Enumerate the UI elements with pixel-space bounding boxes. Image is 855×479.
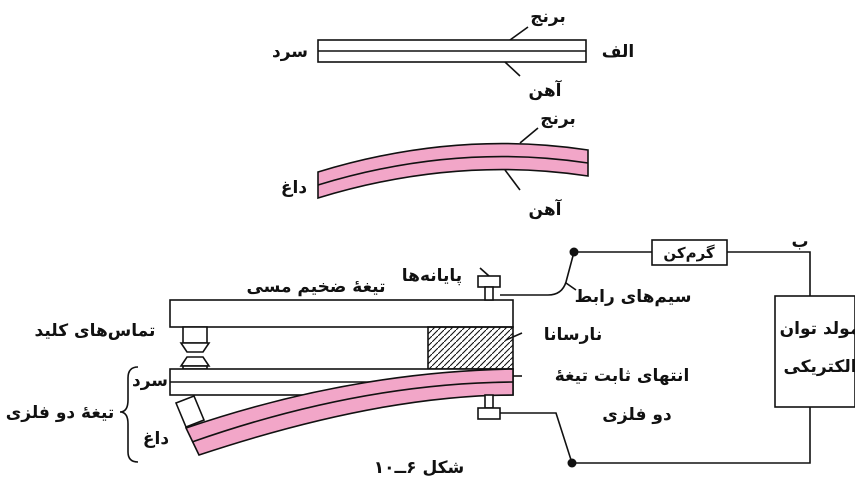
insulator-label: نارسانا xyxy=(544,325,602,345)
key-contact-upper xyxy=(179,326,211,353)
iron-label-a: آهن xyxy=(529,79,563,101)
iron-leader-hot xyxy=(504,169,521,191)
figure-caption: شکل ۶ــ۱۰ xyxy=(374,458,464,478)
hot-label-b: داغ xyxy=(143,429,169,449)
generator-label-line1: مولد توان xyxy=(780,319,855,339)
connecting-wires-label: سیم‌های رابط xyxy=(575,287,692,307)
cold-label-b: سرد xyxy=(132,371,168,391)
insulator-leader xyxy=(505,332,523,341)
fixed-end-label-line2: دو فلزی xyxy=(602,405,672,425)
iron-label-hot: آهن xyxy=(529,198,563,220)
junction-dot-top xyxy=(569,247,579,257)
terminals-label: پایانه‌ها xyxy=(402,266,462,286)
brass-leader-hot xyxy=(519,127,539,144)
insulator-block xyxy=(427,326,514,370)
bimetal-brace xyxy=(119,366,139,463)
junction-dot-bottom xyxy=(567,458,577,468)
heater xyxy=(651,239,728,266)
straight-bimetal-strip xyxy=(317,39,587,63)
part-a-letter: الف xyxy=(602,42,634,62)
brass-leader-a xyxy=(509,26,529,41)
part-b-letter: ب xyxy=(791,232,808,252)
wires-leader xyxy=(565,282,577,291)
hot-bimetal-blade xyxy=(184,368,514,456)
heater-label: گرم‌کن xyxy=(663,244,715,262)
terminal-screw-bottom xyxy=(477,394,501,420)
bimetal-blade-label: تیغهٔ دو فلزی xyxy=(6,403,115,423)
bent-bimetal-strip xyxy=(317,142,589,200)
key-contact-lower xyxy=(179,356,211,370)
iron-leader-a xyxy=(504,61,521,77)
generator-label-line2: الکتریکی xyxy=(783,357,855,377)
hot-label-strip: داغ xyxy=(281,178,307,198)
brass-label-a: برنج xyxy=(530,7,566,27)
terminal-screw-top xyxy=(477,275,501,301)
displaced-contact xyxy=(174,394,206,429)
fixed-end-label-line1: انتهای ثابت تیغهٔ xyxy=(555,366,690,386)
cold-label-a: سرد xyxy=(272,42,308,62)
terminals-leader xyxy=(479,267,490,277)
thick-copper-blade-label: تیغهٔ ضخیم مسی xyxy=(246,277,385,297)
thick-copper-blade xyxy=(169,299,514,328)
electric-generator xyxy=(774,295,855,408)
brass-label-hot: برنج xyxy=(540,109,576,129)
circuit-wires xyxy=(500,251,811,464)
key-contacts-label: تماس‌های کلید xyxy=(35,321,156,341)
